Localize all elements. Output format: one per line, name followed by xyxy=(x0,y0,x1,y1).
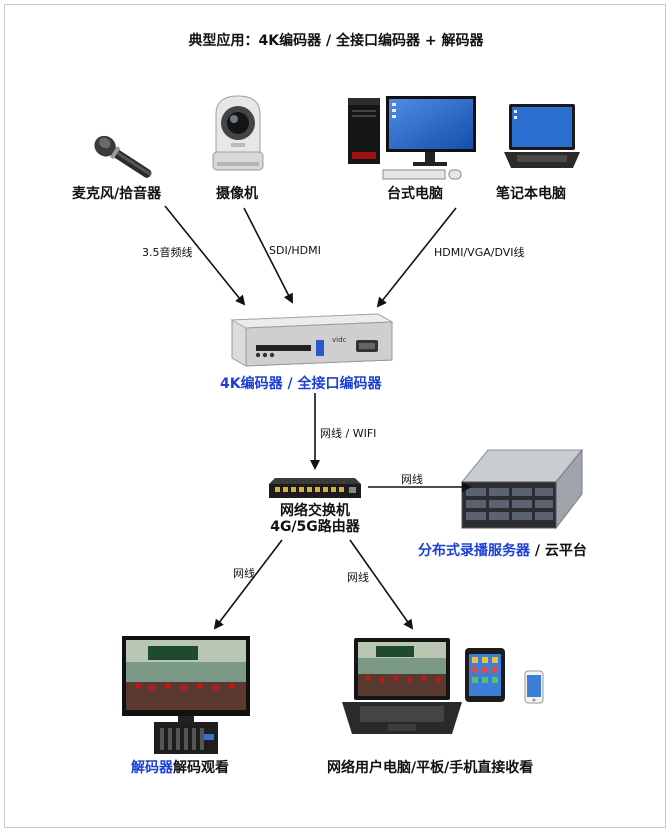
edge-label-users: 网线 xyxy=(347,571,369,584)
edge-label-hdmi: HDMI/VGA/DVI线 xyxy=(434,246,525,259)
arrow-switch-to-decoder xyxy=(213,539,283,630)
arrow-camera-to-encoder xyxy=(243,207,293,304)
server-label: 分布式录播服务器 / 云平台 xyxy=(418,540,587,560)
encoder-icon: vidc xyxy=(230,313,394,367)
users-label: 网络用户电脑/平板/手机直接收看 xyxy=(327,760,534,776)
diagram-title: 典型应用：4K编码器 / 全接口编码器 + 解码器 xyxy=(188,33,484,49)
decoder-icon xyxy=(122,636,250,754)
desktop-label: 台式电脑 xyxy=(387,186,443,202)
edge-label-wifi: 网线 / WIFI xyxy=(320,427,377,440)
desktop-icon xyxy=(348,96,476,180)
switch-label-1: 网络交换机 xyxy=(280,503,350,519)
user-laptop-icon xyxy=(342,638,462,734)
microphone-label: 麦克风/拾音器 xyxy=(72,186,162,202)
arrow-mic-to-encoder xyxy=(164,205,246,306)
edge-label-server: 网线 xyxy=(401,473,423,486)
edge-label-decoder: 网线 xyxy=(233,567,255,580)
camera-label: 摄像机 xyxy=(216,186,258,202)
page-border xyxy=(4,4,666,828)
laptop-icon xyxy=(504,104,580,168)
edge-label-sdi: SDI/HDMI xyxy=(269,244,321,257)
decoder-label: 解码器解码观看 xyxy=(131,757,229,777)
server-icon xyxy=(460,448,584,530)
edge-label-audio: 3.5音频线 xyxy=(142,246,193,259)
arrow-pc-to-encoder xyxy=(376,207,457,308)
decoder-label-rest: 解码观看 xyxy=(173,760,229,776)
encoder-logo: vidc xyxy=(332,336,347,344)
tablet-icon xyxy=(465,648,505,702)
microphone-icon xyxy=(94,135,152,178)
server-label-blue: 分布式录播服务器 xyxy=(418,543,530,559)
laptop-label: 笔记本电脑 xyxy=(496,186,566,202)
camera-icon xyxy=(212,95,264,171)
decoder-label-blue: 解码器 xyxy=(131,760,173,776)
switch-icon xyxy=(269,478,361,498)
switch-label-2: 4G/5G路由器 xyxy=(270,519,360,535)
phone-icon xyxy=(524,670,544,704)
encoder-label: 4K编码器 / 全接口编码器 xyxy=(220,376,382,392)
server-label-rest: / 云平台 xyxy=(530,543,587,559)
arrow-switch-to-users xyxy=(349,539,414,630)
